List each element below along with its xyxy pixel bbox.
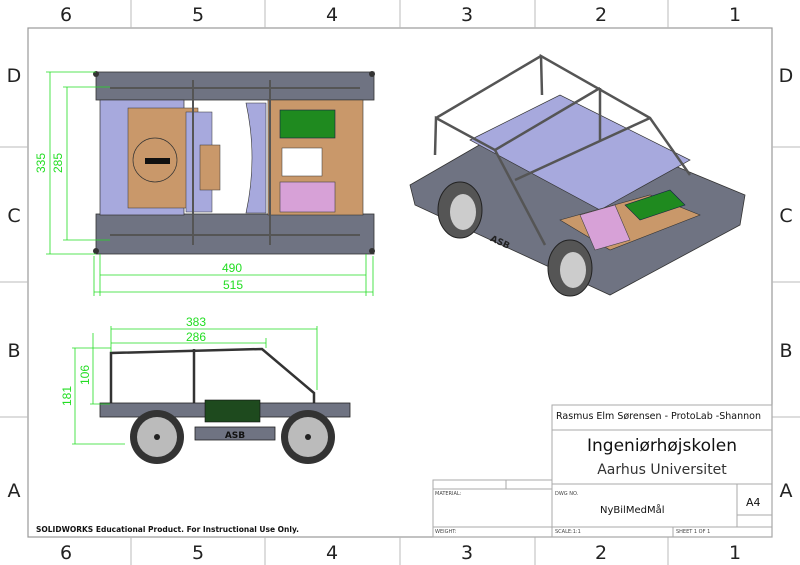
zone-row-d-right: D [779, 65, 794, 87]
zone-col-3: 3 [461, 4, 473, 26]
university-name: Aarhus Universitet [597, 462, 727, 478]
dim-181: 181 [60, 386, 74, 406]
educational-watermark: SOLIDWORKS Educational Product. For Inst… [36, 525, 300, 534]
dwg-no: NyBilMedMål [600, 505, 665, 516]
zone-col-6: 6 [60, 4, 72, 26]
dim-106: 106 [78, 365, 92, 385]
zone-labels-left: D C B A D C B A [7, 65, 794, 502]
zone-row-c: C [7, 205, 20, 227]
zone-row-a-right: A [780, 480, 793, 502]
zone-row-a: A [8, 480, 21, 502]
zone-col-4: 4 [326, 4, 338, 26]
material-label: MATERIAL: [435, 491, 462, 497]
zone-col-3-bottom: 3 [461, 542, 473, 564]
dim-383: 383 [186, 315, 206, 329]
zone-labels-bottom: 6 5 4 3 2 1 [60, 542, 741, 564]
zone-col-6-bottom: 6 [60, 542, 72, 564]
dim-286: 286 [186, 330, 206, 344]
dim-285: 285 [51, 153, 65, 173]
side-view-dimensions [72, 326, 318, 445]
isometric-view: ASB [409, 53, 746, 297]
zone-col-1: 1 [729, 4, 741, 26]
school-name: Ingeniørhøjskolen [587, 436, 737, 456]
dim-515: 515 [223, 278, 243, 292]
weight-label: WEIGHT: [435, 529, 457, 535]
zone-row-b: B [7, 340, 20, 362]
zone-col-4-bottom: 4 [326, 542, 338, 564]
side-view: ASB [99, 347, 351, 464]
top-view [93, 71, 375, 255]
zone-labels-top: 6 5 4 3 2 1 [60, 4, 741, 26]
zone-col-2: 2 [595, 4, 607, 26]
zone-col-1-bottom: 1 [729, 542, 741, 564]
scale-label: SCALE:1:1 [555, 529, 581, 535]
zone-col-2-bottom: 2 [595, 542, 607, 564]
sheet-size: A4 [746, 496, 761, 509]
dim-490: 490 [222, 261, 242, 275]
title-block-grid [432, 404, 773, 538]
side-label: ASB [225, 431, 245, 441]
dim-335: 335 [34, 153, 48, 173]
zone-row-c-right: C [779, 205, 792, 227]
sheet-number: SHEET 1 OF 1 [676, 529, 711, 535]
zone-row-d: D [7, 65, 22, 87]
zone-col-5-bottom: 5 [192, 542, 204, 564]
zone-col-5: 5 [192, 4, 204, 26]
top-view-dimensions [46, 71, 374, 296]
dwg-no-label: DWG NO. [555, 491, 579, 497]
zone-row-b-right: B [779, 340, 792, 362]
author-text: Rasmus Elm Sørensen - ProtoLab -Shannon [556, 411, 761, 422]
